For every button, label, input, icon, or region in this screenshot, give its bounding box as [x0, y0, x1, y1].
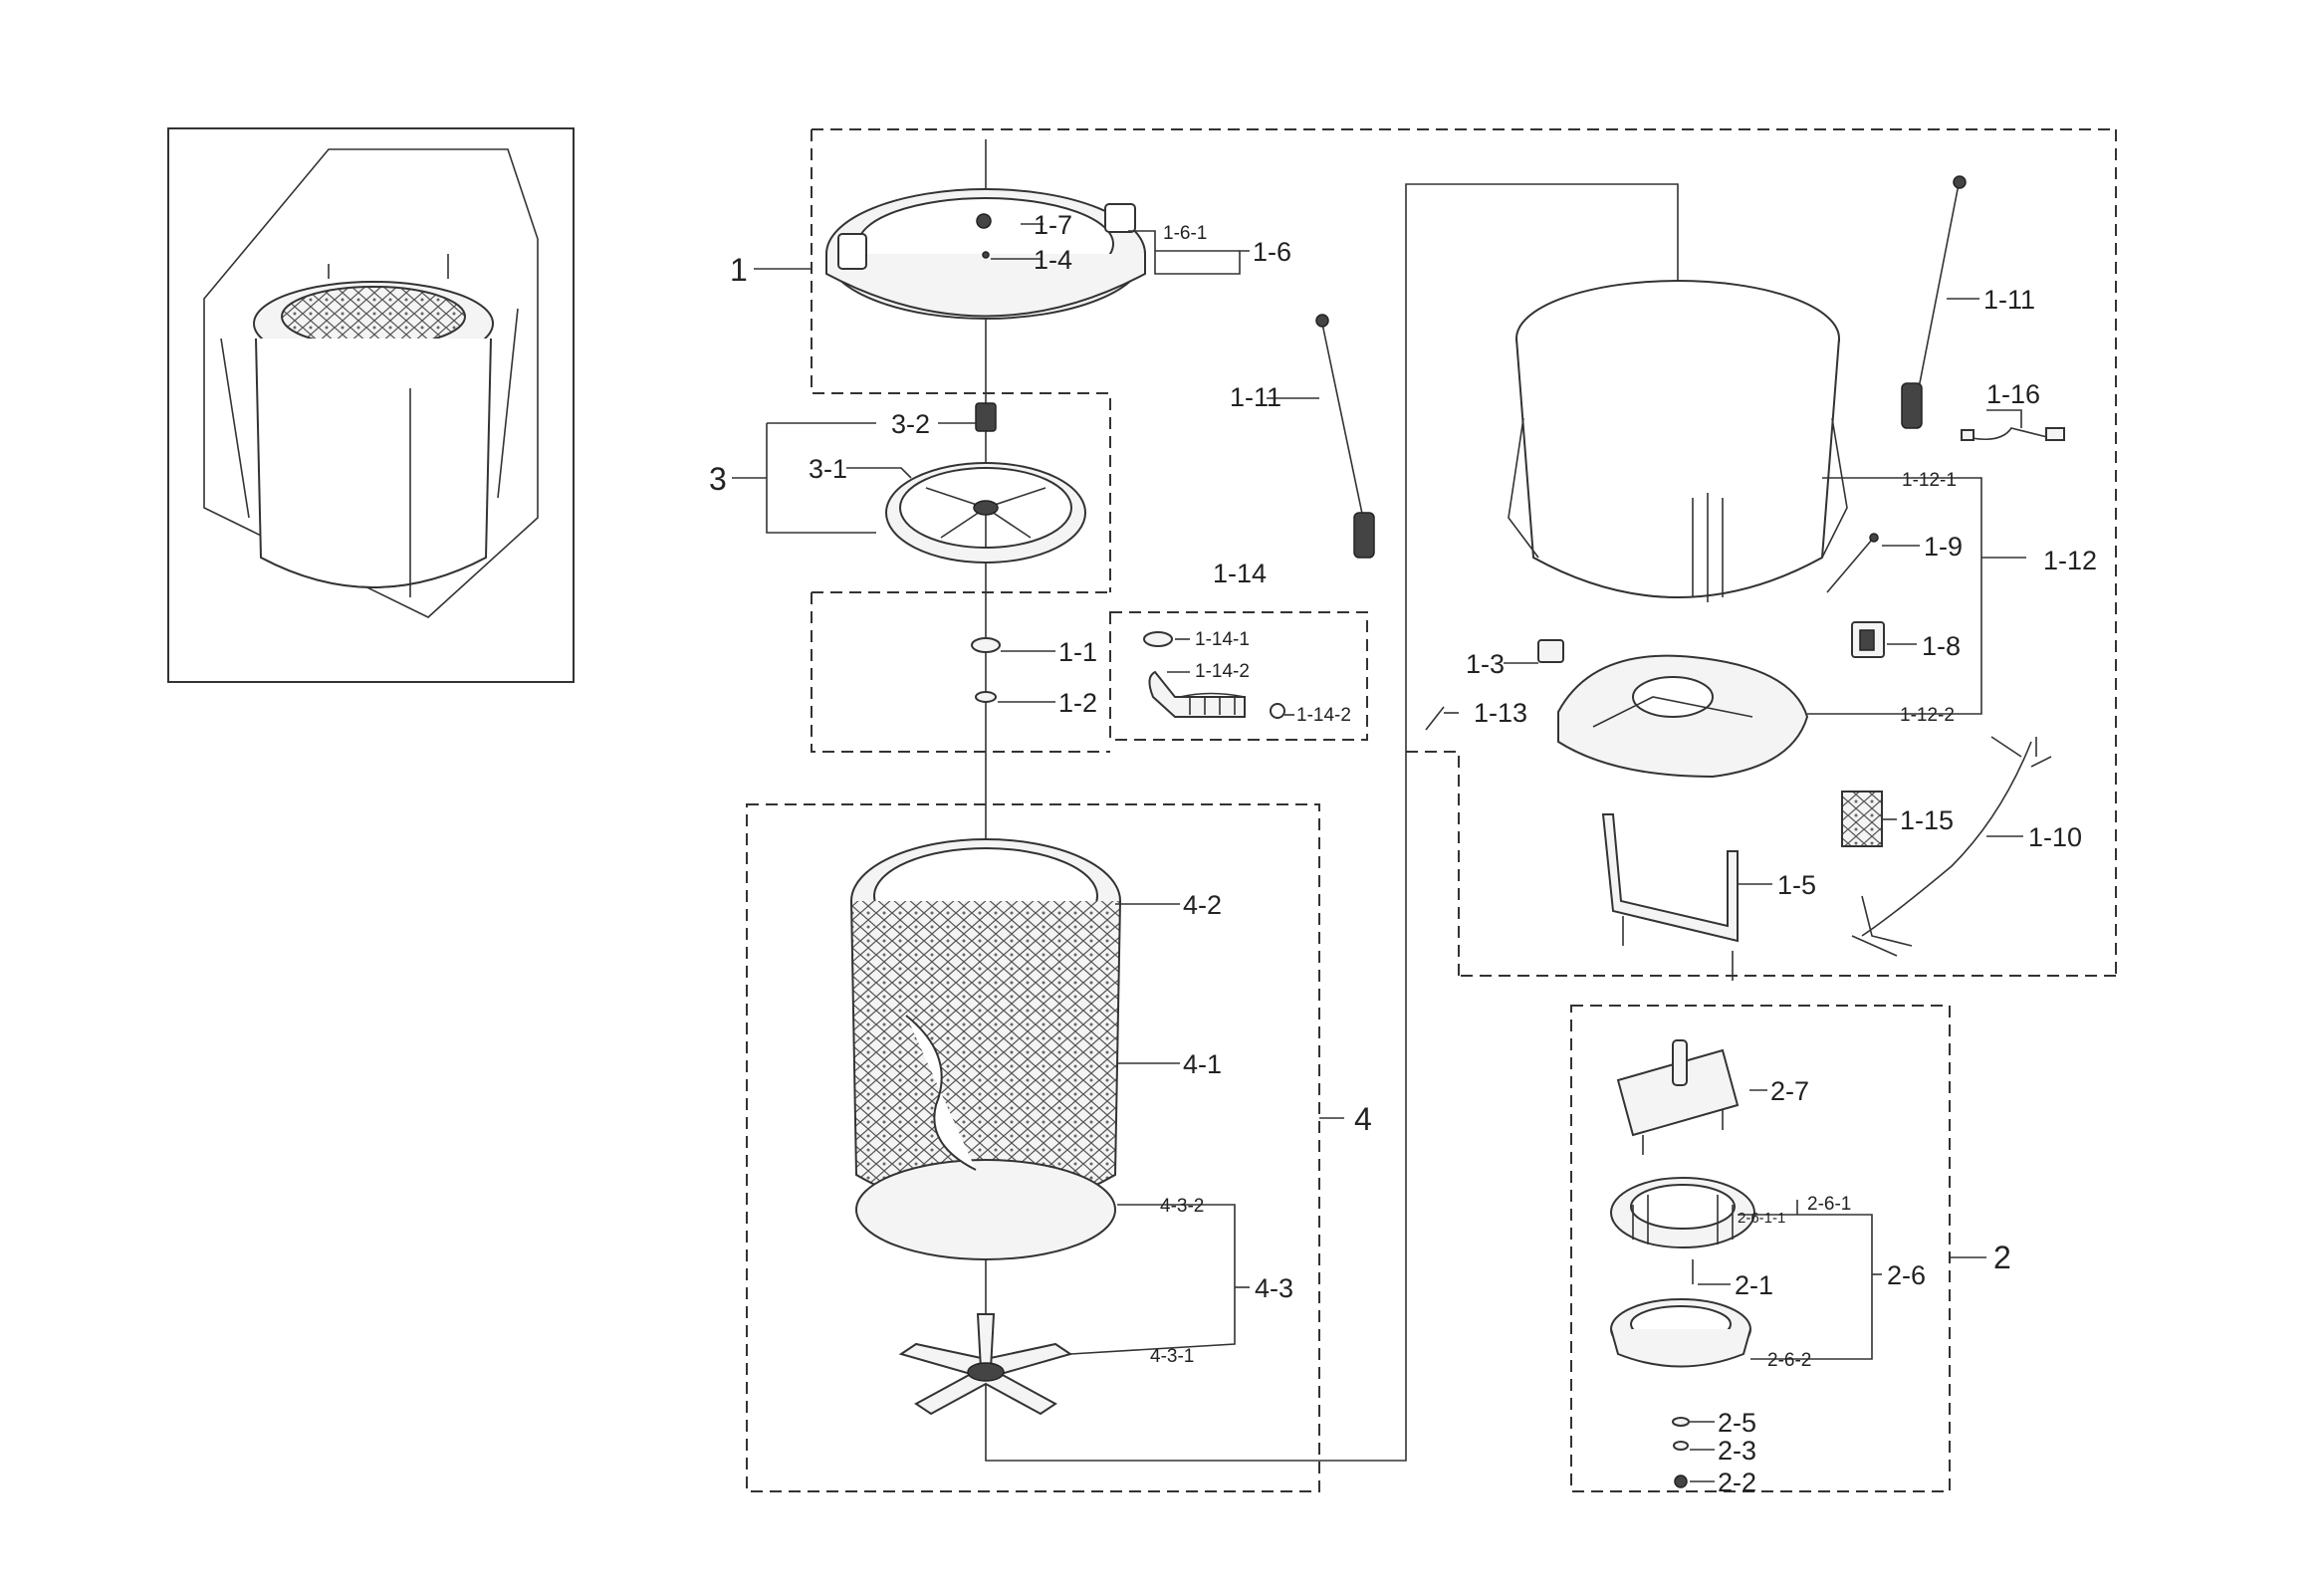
label-4-3-1: 4-3-1: [1150, 1346, 1194, 1367]
label-3-1: 3-1: [809, 454, 847, 484]
label-1-15: 1-15: [1900, 805, 1954, 835]
suspension-rods: [1315, 175, 1967, 559]
label-2-1: 2-1: [1735, 1270, 1773, 1300]
tub-axis-line: [985, 183, 1679, 1462]
outer-tub: [1508, 280, 1848, 602]
label-1-12-2: 1-12-2: [1900, 705, 1955, 726]
label-1-7: 1-7: [1034, 210, 1072, 240]
label-1-8: 1-8: [1922, 631, 1961, 661]
label-3: 3: [709, 461, 727, 497]
label-1-11-left: 1-11: [1230, 382, 1281, 412]
label-1-13: 1-13: [1474, 698, 1527, 728]
valve-and-pin: [1425, 639, 1564, 731]
label-2-2: 2-2: [1718, 1468, 1756, 1497]
label-2-6-1-1: 2-6-1-1: [1738, 1210, 1785, 1227]
assembly-boxes: [746, 128, 2117, 1492]
small-sensors: [1826, 427, 2065, 658]
overview-thumbnail: [167, 127, 575, 683]
bracket: [1601, 813, 1739, 981]
tub-bottom: [1557, 654, 1809, 779]
label-1-6: 1-6: [1253, 237, 1291, 267]
motor-assembly: [1610, 1039, 1755, 1488]
label-1-11-right: 1-11: [1983, 285, 2035, 315]
label-1-14: 1-14: [1213, 559, 1267, 588]
label-2-5: 2-5: [1718, 1408, 1756, 1438]
label-1-10: 1-10: [2028, 822, 2082, 852]
label-1-14-2-b: 1-14-2: [1296, 705, 1351, 726]
label-2: 2: [1993, 1240, 2011, 1275]
label-1-4: 1-4: [1034, 245, 1072, 275]
wash-basket: [850, 838, 1121, 1260]
pulsator: [885, 402, 1086, 564]
label-4-3: 4-3: [1255, 1273, 1293, 1303]
tub-cover-ring: [825, 188, 1146, 320]
label-4-3-2: 4-3-2: [1160, 1196, 1204, 1217]
label-1-9: 1-9: [1924, 532, 1963, 562]
label-2-6-2: 2-6-2: [1767, 1350, 1811, 1371]
label-1-5: 1-5: [1777, 870, 1816, 900]
label-2-6: 2-6: [1887, 1260, 1926, 1290]
label-1-6-1: 1-6-1: [1163, 223, 1207, 244]
label-2-6-1: 2-6-1: [1807, 1194, 1851, 1215]
label-4-2: 4-2: [1183, 890, 1222, 920]
shaft-flange: [898, 1313, 1073, 1416]
label-1-3: 1-3: [1466, 649, 1505, 679]
label-4-1: 4-1: [1183, 1049, 1222, 1079]
label-3-2: 3-2: [891, 409, 930, 439]
part-labels: 1 1-7 1-4 1-6-1 1-6 3-2 3 3-1 1-11 1-11 …: [709, 210, 2097, 1497]
label-4: 4: [1354, 1101, 1372, 1137]
label-1-14-1: 1-14-1: [1195, 629, 1250, 650]
label-1-2: 1-2: [1058, 688, 1097, 718]
drain-hose: [1143, 631, 1285, 719]
label-1-14-2-a: 1-14-2: [1195, 661, 1250, 682]
nut-and-washer: [971, 637, 1001, 703]
label-1: 1: [730, 252, 748, 288]
filter-and-harness: [1841, 736, 2052, 957]
label-1-12-1: 1-12-1: [1902, 470, 1957, 491]
label-1-12: 1-12: [2043, 546, 2097, 575]
label-1-1: 1-1: [1058, 637, 1097, 667]
label-1-16: 1-16: [1986, 379, 2040, 409]
label-2-7: 2-7: [1770, 1076, 1809, 1106]
label-2-3: 2-3: [1718, 1436, 1756, 1466]
leader-lines: [732, 223, 2026, 1482]
